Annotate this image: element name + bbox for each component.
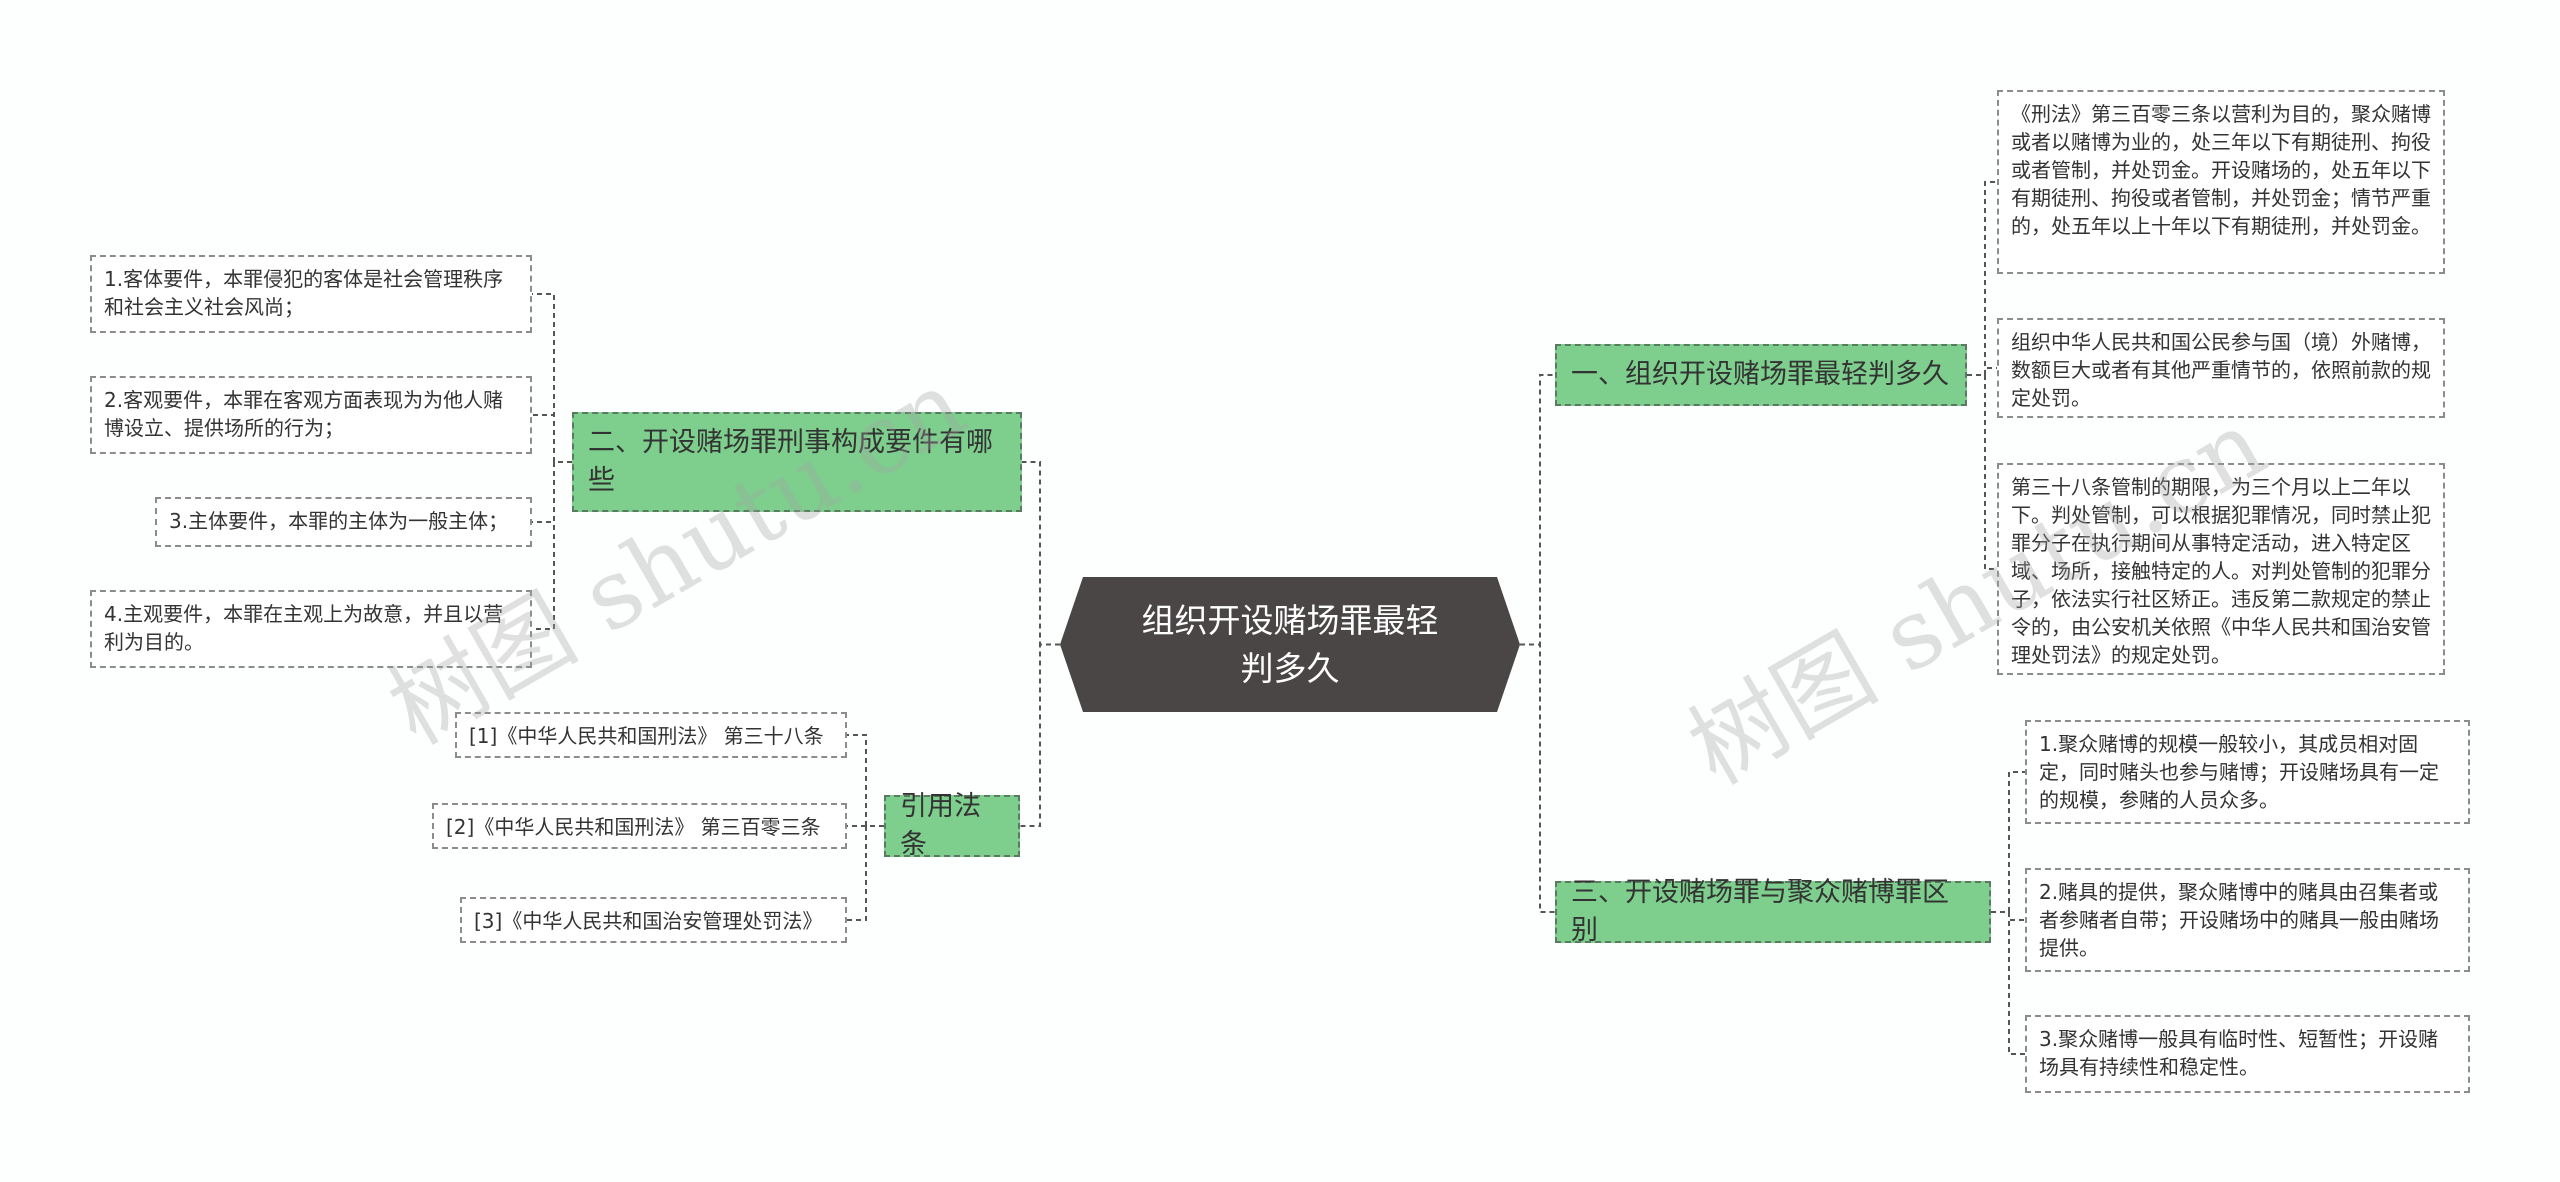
connector-rb0-rb0c1 <box>1967 367 1997 376</box>
leaf-text: 2.赌具的提供，聚众赌博中的赌具由召集者或者参赌者自带；开设赌场中的赌具一般由赌… <box>2039 880 2439 960</box>
leaf-criminal-law-38[interactable]: 第三十八条管制的期限，为三个月以上二年以下。判处管制，可以根据犯罪情况，同时禁止… <box>1997 463 2445 675</box>
leaf-text: 3.聚众赌博一般具有临时性、短暂性；开设赌场具有持续性和稳定性。 <box>2039 1027 2439 1079</box>
connector-lb0-lb0c0 <box>532 293 572 463</box>
branch-label: 引用法条 <box>900 791 981 860</box>
branch-label: 二、开设赌场罪刑事构成要件有哪些 <box>588 427 993 496</box>
branch-minimum-sentence[interactable]: 一、组织开设赌场罪最轻判多久 <box>1555 344 1967 406</box>
leaf-text: 1.客体要件，本罪侵犯的客体是社会管理秩序和社会主义社会风尚； <box>104 267 504 319</box>
connector-rb1-rb1c2 <box>1991 911 2025 1055</box>
connector-lb1-lb1c2 <box>847 825 884 921</box>
connector-lb0-lb0c2 <box>532 461 572 523</box>
leaf-text: 《刑法》第三百零三条以营利为目的，聚众赌博或者以赌博为业的，处三年以下有期徒刑、… <box>2011 102 2431 238</box>
connector-rb0-rb0c0 <box>1967 181 1997 376</box>
leaf-text: 组织中华人民共和国公民参与国（境）外赌博，数额巨大或者有其他严重情节的，依照前款… <box>2011 330 2431 410</box>
leaf-overseas-gambling[interactable]: 组织中华人民共和国公民参与国（境）外赌博，数额巨大或者有其他严重情节的，依照前款… <box>1997 318 2445 418</box>
leaf-text: 第三十八条管制的期限，为三个月以上二年以下。判处管制，可以根据犯罪情况，同时禁止… <box>2011 475 2431 667</box>
leaf-objective-element[interactable]: 2.客观要件，本罪在客观方面表现为为他人赌博设立、提供场所的行为； <box>90 376 532 454</box>
leaf-citation-3[interactable]: [3]《中华人民共和国治安管理处罚法》 <box>460 897 847 943</box>
connector-lb1-lb1c0 <box>847 734 884 827</box>
branch-constituent-elements[interactable]: 二、开设赌场罪刑事构成要件有哪些 <box>572 412 1022 512</box>
leaf-text: 1.聚众赌博的规模一般较小，其成员相对固定，同时赌头也参与赌博；开设赌场具有一定… <box>2039 732 2439 812</box>
leaf-object-element[interactable]: 1.客体要件，本罪侵犯的客体是社会管理秩序和社会主义社会风尚； <box>90 255 532 333</box>
leaf-difference-scale[interactable]: 1.聚众赌博的规模一般较小，其成员相对固定，同时赌头也参与赌博；开设赌场具有一定… <box>2025 720 2470 824</box>
leaf-difference-equipment[interactable]: 2.赌具的提供，聚众赌博中的赌具由召集者或者参赌者自带；开设赌场中的赌具一般由赌… <box>2025 868 2470 972</box>
connector-root-lb1 <box>1020 643 1060 827</box>
branch-label: 三、开设赌场罪与聚众赌博罪区别 <box>1571 877 1949 946</box>
connector-root-rb0 <box>1520 374 1555 646</box>
leaf-text: 2.客观要件，本罪在客观方面表现为为他人赌博设立、提供场所的行为； <box>104 388 504 440</box>
leaf-text: 3.主体要件，本罪的主体为一般主体； <box>169 509 509 533</box>
branch-label: 一、组织开设赌场罪最轻判多久 <box>1571 359 1949 390</box>
branch-cited-articles[interactable]: 引用法条 <box>884 791 1020 860</box>
leaf-subjective-element[interactable]: 4.主观要件，本罪在主观上为故意，并且以营利为目的。 <box>90 590 532 668</box>
leaf-criminal-law-303[interactable]: 《刑法》第三百零三条以营利为目的，聚众赌博或者以赌博为业的，处三年以下有期徒刑、… <box>1997 90 2445 274</box>
leaf-citation-2[interactable]: [2]《中华人民共和国刑法》 第三百零三条 <box>432 803 847 849</box>
leaf-subject-element[interactable]: 3.主体要件，本罪的主体为一般主体； <box>155 497 532 547</box>
branch-difference-from-gathering[interactable]: 三、开设赌场罪与聚众赌博罪区别 <box>1555 877 1991 946</box>
root-label: 组织开设赌场罪最轻判多久 <box>1141 600 1439 688</box>
leaf-text: [1]《中华人民共和国刑法》 第三十八条 <box>469 724 824 748</box>
connector-rb1-rb1c0 <box>1991 771 2025 913</box>
connector-root-rb1 <box>1520 643 1555 913</box>
leaf-text: [3]《中华人民共和国治安管理处罚法》 <box>474 909 823 933</box>
connector-lb0-lb0c1 <box>532 414 572 463</box>
connector-lb0-lb0c3 <box>532 461 572 630</box>
leaf-citation-1[interactable]: [1]《中华人民共和国刑法》 第三十八条 <box>455 712 847 758</box>
leaf-text: 4.主观要件，本罪在主观上为故意，并且以营利为目的。 <box>104 602 504 654</box>
leaf-text: [2]《中华人民共和国刑法》 第三百零三条 <box>446 815 821 839</box>
connector-root-lb0 <box>1022 461 1060 646</box>
leaf-difference-duration[interactable]: 3.聚众赌博一般具有临时性、短暂性；开设赌场具有持续性和稳定性。 <box>2025 1015 2470 1093</box>
root-node[interactable]: 组织开设赌场罪最轻判多久 <box>1060 577 1520 712</box>
connector-rb0-rb0c2 <box>1967 374 1997 570</box>
